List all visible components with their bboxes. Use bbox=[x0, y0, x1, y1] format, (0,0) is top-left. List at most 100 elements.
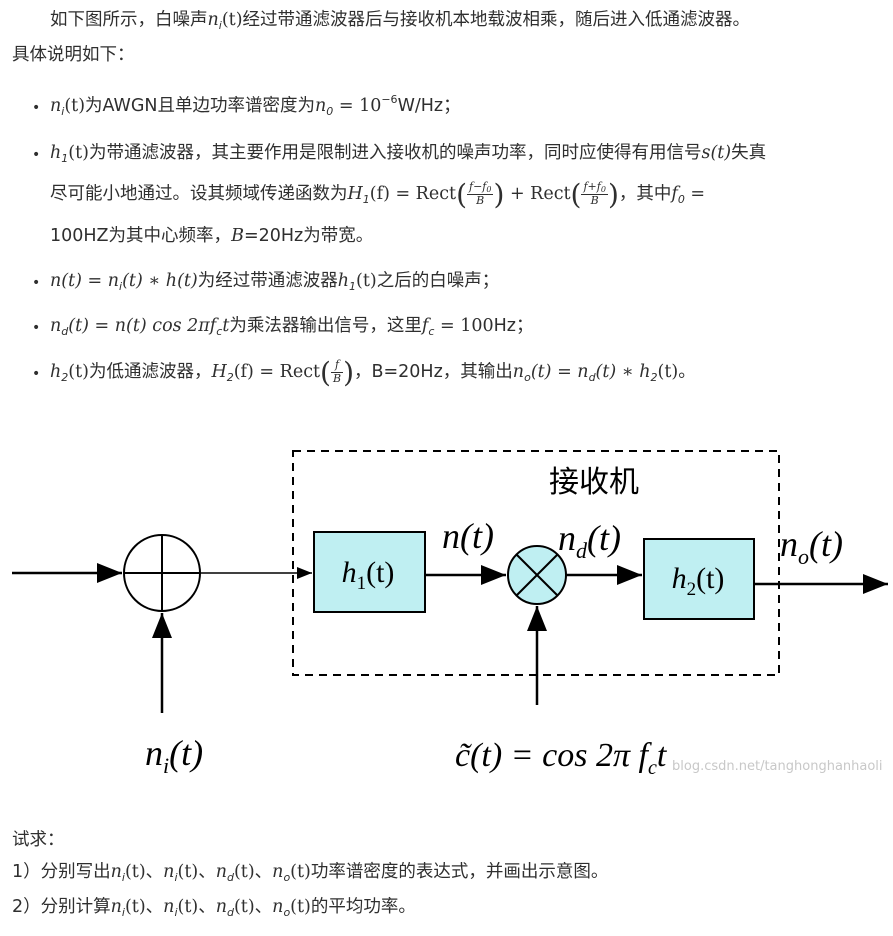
watermark: blog.csdn.net/tanghonghanhaoli bbox=[672, 759, 883, 774]
receiver-label: 接收机 bbox=[549, 465, 639, 500]
math-var: f bbox=[671, 184, 678, 204]
math-expr: (t) = n bbox=[530, 362, 589, 382]
math-eq: = 100 bbox=[434, 316, 494, 336]
math-eq: (f) = Rect bbox=[369, 184, 457, 204]
bullet-text: ，B=20Hz，其输出 bbox=[354, 362, 513, 382]
bullet-text: 100HZ为其中心频率， bbox=[50, 226, 232, 246]
math-sub: 2 bbox=[226, 371, 234, 384]
h2-label: h2(t) bbox=[672, 562, 725, 600]
math-expr: (t) = n(t) cos 2πf bbox=[68, 316, 217, 336]
bullet-text: 为AWGN且单边功率谱密度为 bbox=[85, 96, 315, 116]
math-sub: o bbox=[524, 371, 531, 384]
bullet-text: 尽可能小地通过。设其频域传递函数为 bbox=[50, 184, 348, 204]
bullet-text: Hz； bbox=[493, 316, 534, 336]
multiplier-icon bbox=[507, 545, 567, 605]
math-expr: (t) ∗ h(t) bbox=[122, 271, 198, 291]
math-sub: 2 bbox=[650, 371, 658, 384]
bullet-2-line-1: h1(t)为带通滤波器，其主要作用是限制进入接收机的噪声功率，同时应使得有用信号… bbox=[50, 139, 766, 165]
bullet-text: =20Hz为带宽。 bbox=[243, 226, 374, 246]
intro-text-2: 具体说明如下： bbox=[12, 45, 135, 65]
math-eq: (f) = Rect bbox=[233, 362, 321, 382]
bullet-1: ni(t)为AWGN且单边功率谱密度为n0 = 10−6W/Hz； bbox=[50, 92, 461, 118]
math-expr: n(t) = n bbox=[50, 271, 120, 291]
math-expr: (t) ∗ h bbox=[595, 362, 651, 382]
math-var: h bbox=[50, 143, 62, 163]
bullet-text: 为经过带通滤波器 bbox=[197, 271, 338, 291]
bullet-text: 为乘法器输出信号，这里 bbox=[229, 316, 422, 336]
question-1: 1）分别写出ni(t)、ni(t)、nd(t)、no(t)功率谱密度的表达式，并… bbox=[12, 862, 609, 884]
bullet-text: 为带通滤波器，其主要作用是限制进入接收机的噪声功率，同时应使得有用信号 bbox=[88, 143, 702, 163]
math-sub: 0 bbox=[326, 105, 334, 118]
math-signal: s(t) bbox=[701, 143, 732, 163]
bullet-dot: • bbox=[32, 366, 41, 382]
intro-text: 如下图所示，白噪声 bbox=[50, 10, 208, 30]
bullet-text: 之后的白噪声； bbox=[376, 271, 500, 291]
bullet-text: ，其中 bbox=[618, 184, 672, 204]
math-var: n bbox=[512, 362, 525, 382]
bullet-dot: • bbox=[32, 147, 41, 163]
math-sub: i bbox=[218, 19, 222, 32]
math-sub: 0 bbox=[677, 193, 685, 206]
math-var: n bbox=[207, 10, 219, 30]
bullet-text: W/Hz； bbox=[397, 96, 461, 116]
math-arg: (t) bbox=[356, 271, 377, 291]
math-sup: −6 bbox=[381, 93, 398, 106]
math-sub: i bbox=[119, 280, 123, 293]
question-2: 2）分别计算ni(t)、ni(t)、nd(t)、no(t)的平均功率。 bbox=[12, 897, 416, 919]
math-var: f bbox=[421, 316, 429, 336]
block-diagram: 接收机 h1(t) n(t) nd(t) h2(t) no(t) ni(t) c… bbox=[12, 450, 888, 779]
question-text: 的平均功率。 bbox=[310, 897, 416, 917]
bullet-3: n(t) = ni(t) ∗ h(t)为经过带通滤波器h1(t)之后的白噪声； bbox=[50, 267, 499, 293]
math-var: H bbox=[211, 362, 227, 382]
intro-line-1: 如下图所示，白噪声ni(t)经过带通滤波器后与接收机本地载波相乘，随后进入低通滤… bbox=[50, 6, 750, 32]
bullet-4: nd(t) = n(t) cos 2πfct为乘法器输出信号，这里fc = 10… bbox=[50, 312, 533, 338]
math-sub: d bbox=[61, 325, 69, 338]
math-sub: i bbox=[61, 105, 65, 118]
math-sub: 2 bbox=[61, 371, 69, 384]
question-text: 1）分别写出 bbox=[12, 862, 111, 882]
math-var: n bbox=[315, 96, 327, 116]
math-arg: (t) bbox=[68, 362, 89, 382]
math-var: h bbox=[50, 362, 62, 382]
math-sub: 1 bbox=[61, 152, 69, 165]
math-eq: = 10 bbox=[333, 96, 382, 116]
math-var: n bbox=[50, 316, 62, 336]
question-text: 2）分别计算 bbox=[12, 897, 111, 917]
bullet-dot: • bbox=[32, 100, 41, 116]
math-eq: + Rect bbox=[504, 184, 571, 204]
carrier-label: c̃(t) = cos 2π fct bbox=[455, 737, 668, 779]
bullet-dot: • bbox=[32, 320, 41, 336]
bullet-dot: • bbox=[32, 275, 41, 291]
math-arg: (t) bbox=[221, 10, 243, 30]
math-sub: c bbox=[428, 325, 435, 338]
math-sub: 1 bbox=[349, 280, 357, 293]
intro-line-2: 具体说明如下： bbox=[12, 41, 135, 66]
questions-title: 试求： bbox=[12, 830, 65, 850]
h1-block bbox=[313, 531, 426, 613]
math-var: n bbox=[50, 96, 62, 116]
ni-label: ni(t) bbox=[145, 733, 203, 778]
math-eq: = bbox=[684, 184, 706, 204]
adder-icon bbox=[123, 534, 201, 612]
h2-block bbox=[643, 538, 755, 620]
math-var: h bbox=[337, 271, 350, 291]
math-sub: c bbox=[216, 325, 223, 338]
math-arg: (t) bbox=[64, 96, 86, 116]
bullet-text: 。 bbox=[678, 362, 696, 382]
math-var: B bbox=[231, 226, 244, 246]
math-sub: d bbox=[588, 371, 596, 384]
bullet-2-line-3: 100HZ为其中心频率，B=20Hz为带宽。 bbox=[50, 222, 373, 247]
math-arg: (t) bbox=[657, 362, 679, 382]
nd-label: nd(t) bbox=[558, 518, 621, 563]
bullet-text: 失真 bbox=[731, 143, 767, 163]
math-var: H bbox=[347, 184, 363, 204]
math-sub: 1 bbox=[362, 193, 370, 206]
bullet-text: 为低通滤波器， bbox=[88, 362, 212, 382]
intro-text-rest: 经过带通滤波器后与接收机本地载波相乘，随后进入低通滤波器。 bbox=[242, 10, 751, 30]
math-arg: (t) bbox=[68, 143, 89, 163]
